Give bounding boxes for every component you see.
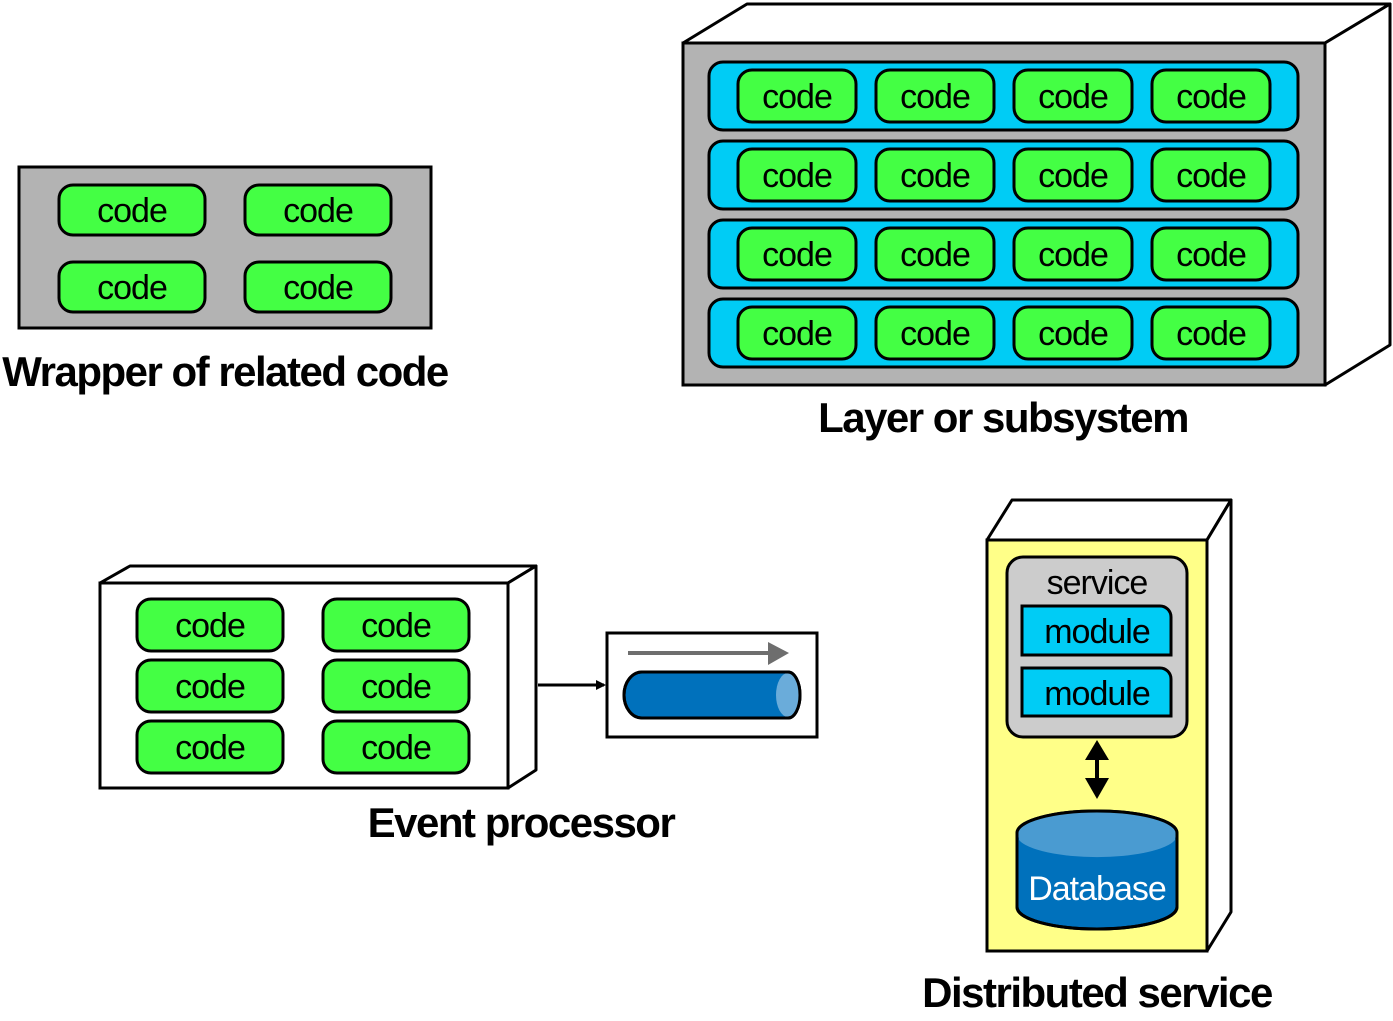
code-block: code [1012, 226, 1134, 282]
code-label: code [900, 236, 970, 274]
code-block: code [736, 147, 858, 203]
event-processor-label: Event processor [368, 799, 676, 846]
code-label: code [762, 78, 832, 116]
layer-label: Layer or subsystem [818, 394, 1188, 441]
code-block: code [57, 183, 207, 237]
code-label: code [1176, 236, 1246, 274]
code-block: code [874, 68, 996, 124]
code-label: code [1038, 78, 1108, 116]
code-block: code [1150, 305, 1272, 361]
code-block: code [874, 147, 996, 203]
code-block: code [874, 305, 996, 361]
layer-box-top [681, 2, 1392, 45]
wrapper-group: code code code code Wrapper of related code [2, 165, 449, 395]
code-label: code [1038, 236, 1108, 274]
service-title: service [1047, 564, 1148, 602]
code-block: code [1012, 305, 1134, 361]
code-label: code [1038, 315, 1108, 353]
dist-box-side [1205, 498, 1233, 953]
code-label: code [175, 668, 245, 706]
event-processor-group: code code code code code code Event processor [98, 564, 819, 846]
code-label: code [97, 269, 167, 307]
code-block: code [736, 68, 858, 124]
code-block: code [243, 260, 393, 314]
event-box-side [506, 564, 538, 790]
bidirectional-arrow-icon [1085, 740, 1109, 799]
code-label: code [1176, 315, 1246, 353]
module-label: module [1044, 613, 1150, 651]
layer-box-side [1323, 2, 1392, 387]
code-block: code [135, 597, 285, 653]
database-label: Database [1028, 870, 1166, 908]
code-label: code [97, 192, 167, 230]
code-block: code [1150, 68, 1272, 124]
code-label: code [900, 78, 970, 116]
code-label: code [762, 157, 832, 195]
code-label: code [175, 607, 245, 645]
dist-box-top [985, 498, 1233, 542]
code-block: code [321, 597, 471, 653]
database-cylinder-icon: Database [1015, 809, 1179, 931]
code-block: code [135, 719, 285, 775]
distributed-service-group: service module module Database Distribut… [922, 498, 1273, 1016]
code-label: code [361, 729, 431, 767]
code-block: code [57, 260, 207, 314]
module-2: module [1020, 666, 1173, 718]
code-block: code [1150, 147, 1272, 203]
code-label: code [1038, 157, 1108, 195]
code-block: code [321, 719, 471, 775]
code-label: code [762, 315, 832, 353]
code-block: code [1012, 68, 1134, 124]
code-block: code [1012, 147, 1134, 203]
code-block: code [321, 658, 471, 714]
code-label: code [283, 269, 353, 307]
flow-direction-arrowhead [768, 642, 789, 665]
wrapper-label: Wrapper of related code [2, 348, 448, 395]
code-block: code [736, 226, 858, 282]
code-block: code [736, 305, 858, 361]
module-1: module [1020, 604, 1173, 657]
code-label: code [175, 729, 245, 767]
code-block: code [1150, 226, 1272, 282]
code-label: code [762, 236, 832, 274]
code-label: code [900, 157, 970, 195]
code-label: code [361, 668, 431, 706]
code-label: code [1176, 78, 1246, 116]
layer-group: code code code code code code code code code code… [681, 2, 1392, 441]
event-box-top [98, 564, 538, 585]
queue-box [605, 631, 819, 739]
distributed-service-label: Distributed service [922, 969, 1272, 1016]
code-block: code [135, 658, 285, 714]
module-label: module [1044, 675, 1150, 713]
code-label: code [900, 315, 970, 353]
code-block: code [243, 183, 393, 237]
queue-cylinder-icon [622, 670, 802, 720]
code-block: code [874, 226, 996, 282]
code-label: code [283, 192, 353, 230]
code-label: code [361, 607, 431, 645]
code-label: code [1176, 157, 1246, 195]
